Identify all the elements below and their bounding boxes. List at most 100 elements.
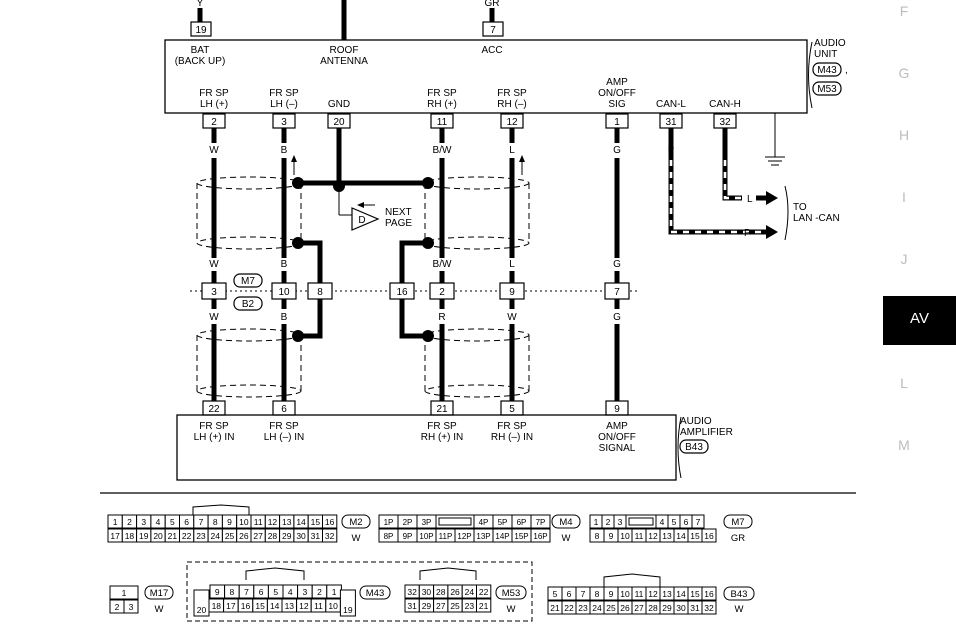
label-lh-plus: LH (+): [200, 99, 228, 110]
m2-pin-label: 31: [311, 531, 321, 541]
m7-pin-label: 16: [704, 531, 714, 541]
m2-pin-label: 32: [325, 531, 335, 541]
m4-pin-label: 10P: [419, 532, 433, 541]
m17-pin-cell: [123, 599, 139, 614]
can-l-arrow-icon: [766, 225, 778, 239]
m2-pin-label: 3: [141, 517, 146, 527]
amp-label-onoff: ON/OFF: [598, 432, 636, 443]
next-page-symbol: D: [358, 215, 365, 226]
m4-pin-label: 7P: [536, 518, 546, 527]
m4-pin-label: 8P: [384, 532, 394, 541]
connector-m43-lock-icon: [245, 567, 305, 580]
label-lh-minus: LH (–): [270, 99, 298, 110]
m53-pin-label: 24: [465, 587, 475, 597]
m2-pin-label: 15: [311, 517, 321, 527]
junction-pin-3: 3: [211, 287, 217, 298]
amp-pin-22: 22: [208, 404, 220, 415]
next-page-label-2: PAGE: [385, 218, 412, 229]
m43-pin-label: 6: [259, 587, 264, 597]
lan-wire-p: P: [744, 228, 751, 239]
label-bat-backup: (BACK UP): [175, 56, 226, 67]
section-tab-av[interactable]: AV: [883, 296, 956, 345]
m43-pin-label: 17: [226, 601, 236, 611]
m4-pin-key: [438, 517, 472, 526]
b43-pin-label: 25: [606, 603, 616, 613]
m53-pin-label: 27: [436, 601, 446, 611]
ground-symbol: [765, 113, 785, 166]
b43-pin-label: 14: [676, 589, 686, 599]
b43-pin-cell: [701, 586, 717, 601]
amplifier-bracket: [677, 416, 682, 479]
b43-pin-label: 7: [581, 589, 586, 599]
m43-pin-label: 5: [273, 587, 278, 597]
m7-pin-label: 11: [635, 531, 644, 541]
label-acc: ACC: [481, 45, 502, 56]
m43-pin-label: 11: [314, 601, 323, 611]
m43-pin-label: 19: [343, 605, 353, 615]
can-l-wire-stripe: [669, 160, 768, 234]
audio-unit-title: AUDIO: [814, 38, 846, 49]
amp-label-rh-minus-in: RH (–) IN: [491, 432, 533, 443]
m7-pin-label: 2: [606, 517, 611, 527]
label-fr-sp-rh-plus: FR SP: [427, 88, 457, 99]
junction-pin-7: 7: [614, 287, 620, 298]
junction-pin-8: 8: [317, 287, 323, 298]
m43-badge: [359, 585, 391, 600]
pin-box-bat: [190, 21, 212, 37]
m4-pin-label: 5P: [498, 518, 508, 527]
m43-pin-label: 7: [244, 587, 249, 597]
m17-name: M17: [150, 588, 168, 599]
amplifier-conn-badge: [679, 439, 709, 454]
m2-pin-label: 16: [325, 517, 335, 527]
section-tab-av-label: AV: [910, 310, 929, 327]
amp-label-lh-plus: FR SP: [199, 421, 229, 432]
m4-pin-label: 4P: [479, 518, 489, 527]
m2-pin-label: 7: [199, 517, 204, 527]
m2-pin-label: 25: [225, 531, 235, 541]
amp-label-lh-minus-in: LH (–) IN: [264, 432, 305, 443]
m7-pin-label: 5: [672, 517, 677, 527]
conn-separator: ,: [845, 65, 848, 76]
b43-pin-label: 23: [578, 603, 588, 613]
m2-pin-label: 21: [168, 531, 178, 541]
m2-pin-label: 28: [268, 531, 278, 541]
b43-pin-label: 8: [595, 589, 600, 599]
b43-pin-label: 9: [609, 589, 614, 599]
amp-label-rh-minus: FR SP: [497, 421, 527, 432]
m7-pin-label: 13: [662, 531, 672, 541]
amp-pin-5: 5: [509, 404, 515, 415]
b43-pin-label: 16: [704, 589, 714, 599]
connector-m53-lock-icon: [419, 567, 477, 580]
conn-badge-m43: [812, 62, 842, 77]
m2-pin-label: 8: [213, 517, 218, 527]
wire-color-g: G: [613, 145, 621, 156]
m2-pin-label: 17: [110, 531, 120, 541]
amp-pin-21: 21: [436, 404, 448, 415]
amp-pin-6: 6: [281, 404, 287, 415]
m2-name: M2: [349, 517, 362, 528]
b43-pin-label: 15: [690, 589, 700, 599]
section-letter-g: G: [899, 65, 910, 81]
amplifier-title-2: AMPLIFIER: [680, 427, 733, 438]
junction-pin-boxes: [201, 282, 630, 300]
amplifier-pin-boxes: [202, 400, 629, 416]
junction-label-m7: M7: [241, 276, 255, 287]
m7-pin-label: 3: [618, 517, 623, 527]
m53-pin-label: 28: [436, 587, 446, 597]
splice-points: [292, 177, 434, 342]
label-amp-sig: SIG: [608, 99, 625, 110]
m7-pin-label: 9: [609, 531, 614, 541]
m4-pin-label: 6P: [517, 518, 527, 527]
m7-name: M7: [731, 517, 744, 528]
pin-number-1: 1: [614, 117, 620, 128]
m53-pin-label: 32: [407, 587, 417, 597]
m2-pin-label: 27: [253, 531, 263, 541]
label-amp: AMP: [606, 77, 628, 88]
junction-pin-2: 2: [439, 287, 445, 298]
m43-pin-label: 4: [288, 587, 293, 597]
m4-pin-label: 3P: [422, 518, 432, 527]
junction-badge-b2: [233, 296, 263, 311]
wire-color-bat: Y: [197, 0, 204, 9]
junction-badge-m7: [233, 273, 263, 288]
